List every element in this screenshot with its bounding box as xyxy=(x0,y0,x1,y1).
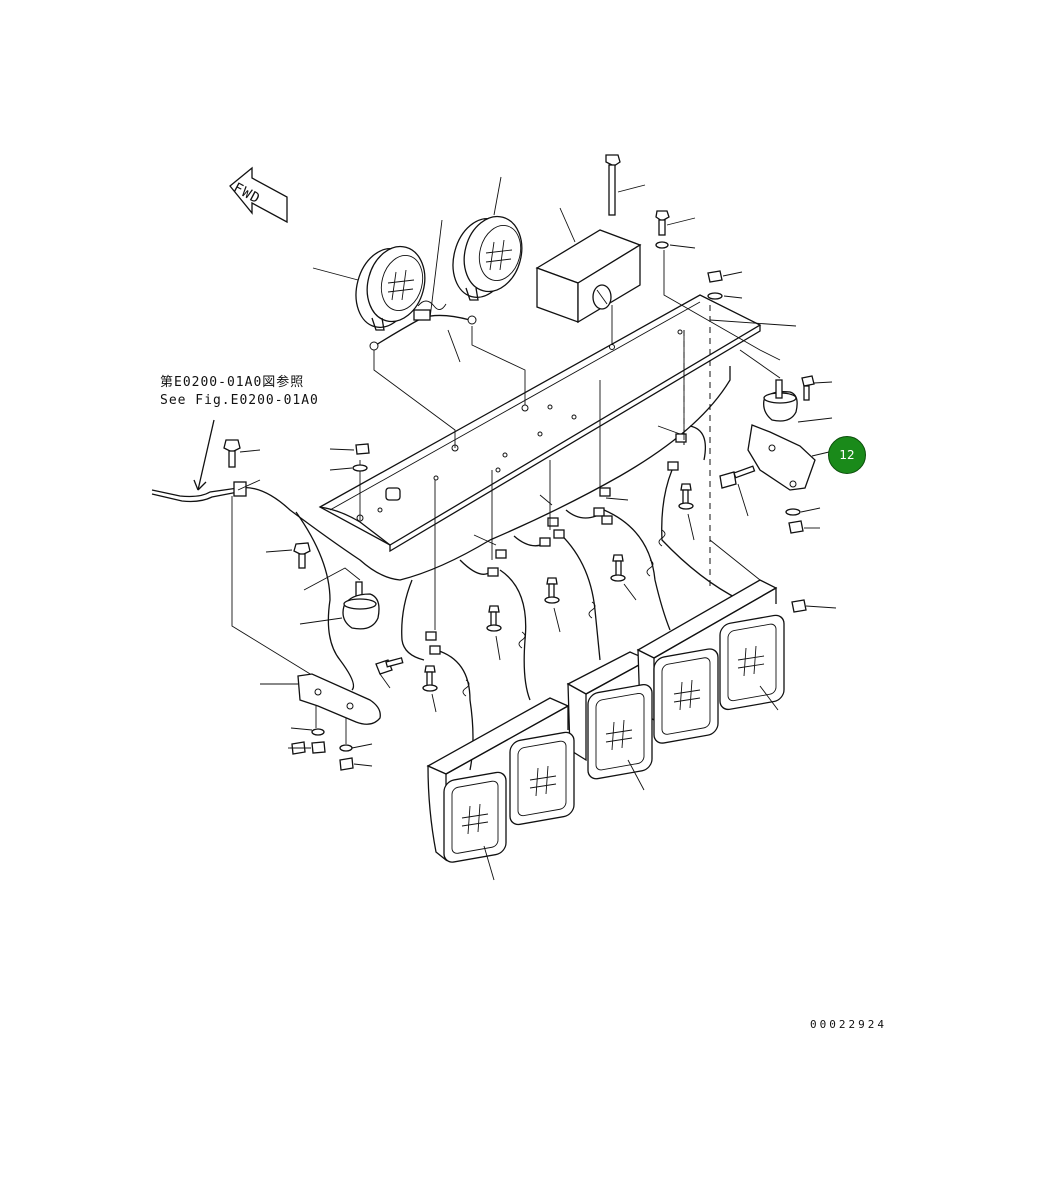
rear-work-lamp-5 xyxy=(719,614,785,711)
main-wire-harness xyxy=(151,330,741,771)
left-fasteners xyxy=(223,439,373,771)
drawing-number: 00022924 xyxy=(810,1018,887,1031)
part-callout-marker[interactable]: 12 xyxy=(828,436,866,474)
reference-note-japanese: 第E0200-01A0図参照 xyxy=(160,375,305,390)
fwd-arrow-icon xyxy=(229,166,288,224)
rubber-mount-left xyxy=(299,581,404,689)
lamp-wire-harness xyxy=(369,219,526,448)
rear-lamp-bracket-left xyxy=(426,697,570,862)
round-work-lamp-left xyxy=(312,245,426,331)
mounting-plate xyxy=(318,294,797,553)
control-box xyxy=(535,207,642,344)
rear-work-lamp-2 xyxy=(509,731,575,826)
reference-note-english: See Fig.E0200-01A0 xyxy=(160,393,319,408)
round-work-lamp-right xyxy=(452,176,523,301)
rubber-mount-right xyxy=(739,349,833,423)
harness-bolts xyxy=(422,483,695,713)
long-bolt-top xyxy=(605,154,646,216)
bolt-top-right xyxy=(655,210,781,361)
rear-work-lamp-3 xyxy=(587,683,653,791)
rear-work-lamp-4 xyxy=(653,648,719,744)
mount-bracket-left xyxy=(260,673,381,725)
rear-work-lamp-1 xyxy=(443,771,507,881)
mount-bracket-right xyxy=(719,424,830,534)
